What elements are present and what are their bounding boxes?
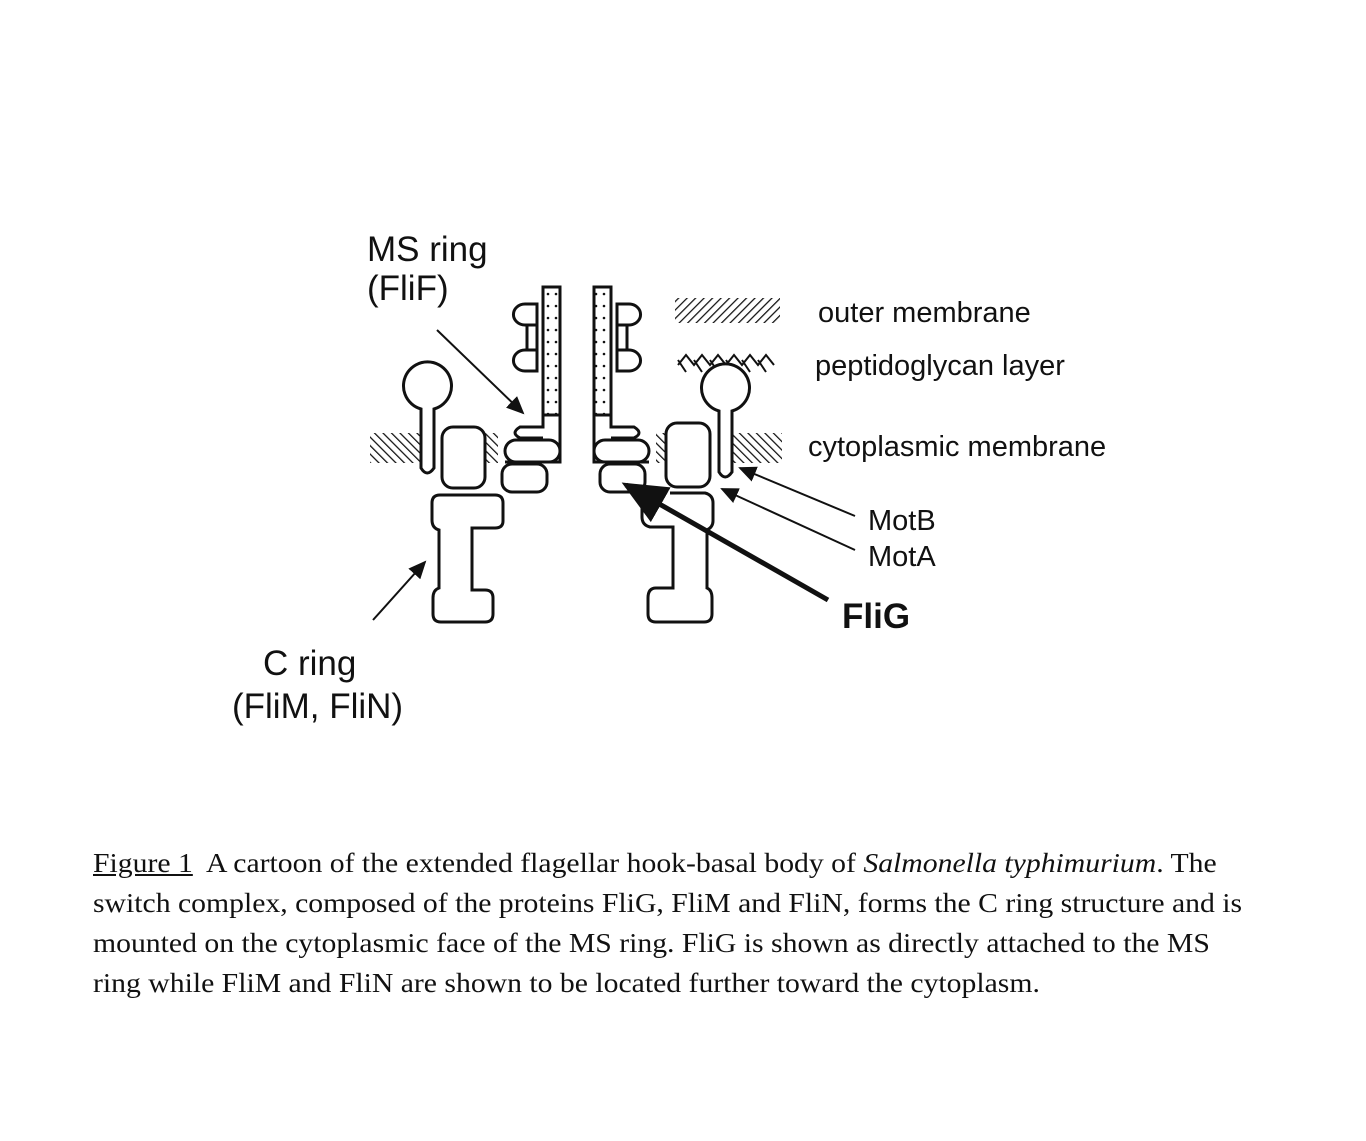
motb-left [402, 360, 453, 475]
rod-right [592, 285, 613, 417]
label-c-ring: C ring [263, 644, 356, 683]
mota-arrow [720, 488, 856, 551]
label-flif: (FliF) [367, 269, 449, 308]
cytoplasmic-membrane-left [370, 433, 498, 463]
flig-arrow [621, 482, 830, 603]
rod-left [541, 285, 562, 417]
label-peptidoglycan: peptidoglycan layer [815, 350, 1065, 382]
motb-right [700, 362, 751, 479]
label-ms-ring: MS ring [367, 230, 488, 269]
caption-line-1: Figure 1 A cartoon of the extended flage… [93, 848, 1217, 879]
label-outer-membrane: outer membrane [818, 297, 1031, 329]
ms-ring-left [503, 415, 562, 464]
ms-ring-right [592, 415, 651, 464]
mota-left [440, 425, 487, 490]
caption-line-2: switch complex, composed of the proteins… [93, 888, 1243, 918]
label-flim-flin: (FliM, FliN) [232, 687, 403, 726]
caption-organism: Salmonella typhimurium [863, 848, 1157, 878]
cytoplasmic-membrane-right [656, 433, 782, 463]
lp-ring-left [512, 302, 539, 373]
label-mota: MotA [868, 541, 936, 573]
label-motb: MotB [868, 505, 936, 537]
figure-label: Figure 1 [93, 848, 193, 878]
outer-membrane-legend [675, 298, 780, 323]
flig-left [500, 462, 549, 494]
label-flig: FliG [842, 597, 910, 636]
mota-right [664, 421, 712, 489]
flig-right [598, 462, 647, 494]
c-ring-arrow [372, 560, 427, 621]
motb-arrow [738, 466, 856, 517]
caption-text: A cartoon of the extended flagellar hook… [206, 848, 864, 878]
ms-ring-arrow [436, 329, 525, 415]
caption-line-3: mounted on the cytoplasmic face of the M… [93, 928, 1210, 958]
caption-line-4: ring while FliM and FliN are shown to be… [93, 968, 1040, 998]
caption-text: . The [1156, 848, 1217, 878]
lp-ring-right [615, 302, 642, 373]
c-ring-left [430, 493, 505, 624]
label-cytoplasmic-membrane: cytoplasmic membrane [808, 431, 1106, 463]
